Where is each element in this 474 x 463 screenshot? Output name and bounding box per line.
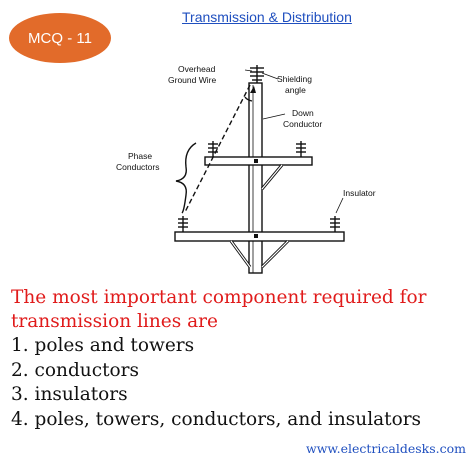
transmission-pole-diagram: Overhead Ground Wire Shielding angle Dow… (116, 64, 376, 274)
ground-wire-insulator (250, 65, 264, 83)
pole (248, 82, 263, 274)
option-3: 3. insulators (11, 384, 128, 405)
phase-insulator-lower-right (330, 216, 340, 232)
option-1: 1. poles and towers (11, 335, 195, 356)
lower-cross-arm (174, 231, 345, 242)
option-4: 4. poles, towers, conductors, and insula… (11, 408, 422, 430)
phase-insulator-upper-right (296, 141, 306, 157)
label-angle: angle (285, 85, 306, 95)
answer-options: 1. poles and towers 2. conductors 3. ins… (11, 334, 421, 432)
label-ground-wire: Ground Wire (168, 75, 216, 85)
label-insulator: Insulator (343, 188, 376, 198)
question-text: The most important component required fo… (11, 287, 427, 332)
phase-conductors-brace (175, 142, 197, 214)
label-overhead: Overhead (178, 64, 216, 74)
topic-title: Transmission & Distribution (182, 9, 352, 25)
label-down: Down (292, 108, 314, 118)
website-url: www.electricaldesks.com (306, 441, 466, 456)
phase-insulator-lower-left (178, 216, 188, 232)
label-shielding: Shielding (277, 74, 312, 84)
label-phase: Phase (128, 151, 152, 161)
mcq-number-badge: MCQ - 11 (9, 13, 111, 63)
label-conductor: Conductor (283, 119, 322, 129)
label-conductors: Conductors (116, 162, 159, 172)
option-2: 2. conductors (11, 359, 139, 381)
upper-cross-arm (204, 156, 313, 166)
shielding-angle-arc (244, 96, 253, 102)
